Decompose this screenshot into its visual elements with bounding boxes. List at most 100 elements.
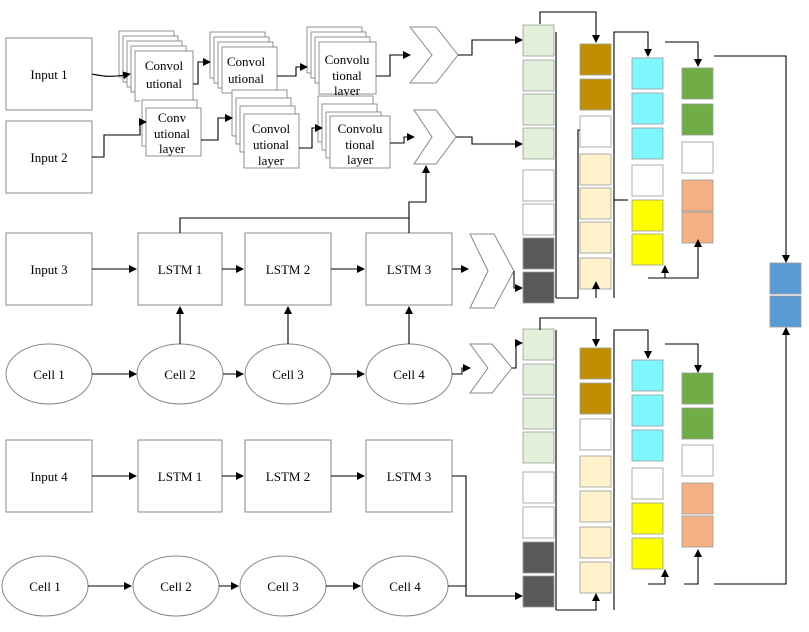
col-d-top-square-1: [681, 67, 714, 100]
cell-upper-1: Cell 1: [5, 343, 93, 405]
input-1-label: Input 1: [30, 67, 67, 82]
col-b-bottom-square-2: [579, 382, 612, 415]
cell-upper-4: Cell 4: [365, 343, 453, 405]
col-a-top-square-4: [522, 127, 555, 160]
lstm-a2-label: LSTM 2: [266, 262, 310, 277]
conv-r1c2-line1: Convol: [227, 54, 266, 69]
col-a-bottom-square-8: [522, 575, 555, 608]
col-d-bottom-square-1: [681, 372, 714, 405]
feature-columns: [522, 24, 802, 608]
col-a-bottom-square-3: [522, 397, 555, 430]
conv-r1c1-line1: Convol: [145, 58, 184, 73]
conv-r2c3-line2: tional: [345, 137, 375, 152]
col-b-top-square-2: [579, 78, 612, 111]
input-2-node: Input 2: [5, 120, 93, 194]
lstm-b3-label: LSTM 3: [387, 469, 431, 484]
connectors-right: [456, 11, 790, 611]
input-4-label: Input 4: [30, 469, 68, 484]
cell-lower-3: Cell 3: [239, 555, 327, 617]
conv-r1c3-line2: tional: [332, 68, 362, 83]
lstm-a3-label: LSTM 3: [387, 262, 431, 277]
input-3-node: Input 3: [5, 232, 93, 306]
conv-r2c1-line3: layer: [159, 141, 186, 156]
col-c-top-square-4: [631, 164, 664, 197]
conv-stack-r1c2: Convol utional layer: [209, 31, 278, 102]
cell-lower-2: Cell 2: [132, 555, 220, 617]
chevron-r4: [469, 343, 513, 394]
col-b-top-square-1: [579, 43, 612, 76]
lstm-a1-node: LSTM 1: [137, 232, 223, 306]
conv-stack-r2c1: Conv utional layer: [141, 99, 202, 157]
conv-r1c2-line2: utional: [228, 71, 264, 86]
conv-r2c2-line2: utional: [253, 137, 289, 152]
col-c-top-square-2: [631, 92, 664, 125]
cell-lower-2-label: Cell 2: [160, 579, 191, 594]
col-c-bottom-square-4: [631, 467, 664, 500]
conv-r1c1-line2: utional: [146, 76, 182, 91]
lstm-b1-label: LSTM 1: [158, 469, 202, 484]
conv-r2c1-line1: Conv: [158, 110, 187, 125]
col-a-bottom-square-4: [522, 431, 555, 464]
col-b-top-square-3: [579, 115, 612, 148]
conv-r1c3-line1: Convolu: [325, 52, 370, 67]
col-d-bottom-square-4: [681, 482, 714, 515]
cell-lower-1: Cell 1: [1, 555, 89, 617]
col-b-bottom-square-7: [579, 561, 612, 594]
col-c-bottom-square-3: [631, 429, 664, 462]
conv-r2c3-line1: Convolu: [338, 121, 383, 136]
col-a-top-square-7: [522, 237, 555, 270]
col-a-bottom-square-7: [522, 541, 555, 574]
col-d-bottom-square-2: [681, 407, 714, 440]
connectors-left: [88, 51, 523, 600]
conv-stack-r2c2: Convol utional layer: [231, 89, 300, 169]
lstm-a1-label: LSTM 1: [158, 262, 202, 277]
col-b-bottom-square-6: [579, 526, 612, 559]
input-4-node: Input 4: [5, 439, 93, 513]
col-b-bottom-square-1: [579, 347, 612, 380]
input-3-label: Input 3: [30, 262, 67, 277]
col-d-top-square-2: [681, 103, 714, 136]
col-a-bottom-square-6: [522, 506, 555, 539]
col-d-bottom-square-3: [681, 444, 714, 477]
col-c-top-square-6: [631, 233, 664, 266]
cell-upper-4-label: Cell 4: [393, 367, 425, 382]
lstm-b2-label: LSTM 2: [266, 469, 310, 484]
chevron-r2: [413, 109, 457, 165]
input-2-label: Input 2: [30, 150, 67, 165]
lstm-a3-node: LSTM 3: [365, 232, 453, 306]
col-c-bottom-square-2: [631, 394, 664, 427]
conv-r2c2-line1: Convol: [252, 121, 291, 136]
col-a-top-square-1: [522, 24, 555, 57]
lstm-b3-node: LSTM 3: [365, 439, 453, 513]
chevron-r1: [408, 26, 459, 84]
lstm-a2-node: LSTM 2: [244, 232, 332, 306]
col-a-top-square-3: [522, 93, 555, 126]
col-output-square-1: [769, 262, 802, 295]
cell-upper-1-label: Cell 1: [33, 367, 64, 382]
col-c-bottom-square-5: [631, 502, 664, 535]
cell-lower-1-label: Cell 1: [29, 579, 60, 594]
cell-upper-2: Cell 2: [136, 343, 224, 405]
cell-lower-3-label: Cell 3: [267, 579, 298, 594]
cell-upper-2-label: Cell 2: [164, 367, 195, 382]
col-a-bottom-square-1: [522, 328, 555, 361]
col-a-top-square-6: [522, 203, 555, 236]
cell-lower-4: Cell 4: [361, 555, 449, 617]
col-c-top-square-5: [631, 199, 664, 232]
col-d-top-square-5: [681, 211, 714, 244]
col-a-top-square-8: [522, 271, 555, 304]
col-c-top-square-1: [631, 57, 664, 90]
col-b-top-square-5: [579, 187, 612, 220]
conv-r2c3-line3: layer: [347, 152, 374, 167]
col-a-top-square-2: [522, 59, 555, 92]
col-b-bottom-square-4: [579, 455, 612, 488]
cell-upper-3: Cell 3: [244, 343, 332, 405]
conv-stack-r2c3: Convolu tional layer: [317, 95, 391, 169]
cell-lower-4-label: Cell 4: [389, 579, 421, 594]
col-b-bottom-square-5: [579, 490, 612, 523]
lstm-b2-node: LSTM 2: [244, 439, 332, 513]
input-1-node: Input 1: [5, 37, 93, 111]
col-a-bottom-square-2: [522, 363, 555, 396]
